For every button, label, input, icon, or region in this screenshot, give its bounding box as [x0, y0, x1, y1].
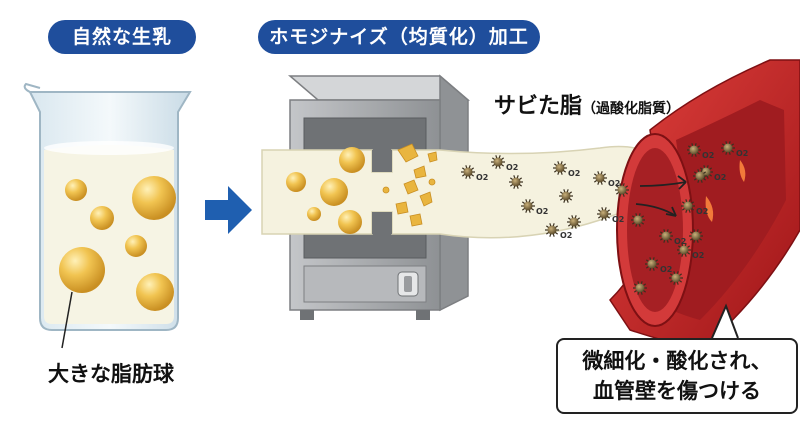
o2-label: O2 [702, 151, 714, 160]
callout-box: 微細化・酸化され、 血管壁を傷つける [556, 338, 798, 414]
o2-label: O2 [476, 173, 488, 182]
o2-label: O2 [674, 237, 686, 246]
leader-line [61, 291, 73, 349]
title-homogenize-process: ホモジナイズ（均質化）加工 [258, 20, 540, 54]
fat-globule [286, 172, 306, 192]
o2-label: O2 [692, 251, 704, 260]
o2-label: O2 [506, 163, 518, 172]
oxidized-fat-particle [567, 215, 581, 229]
oxidized-fat-particle: O2 [597, 207, 624, 224]
title-natural-milk: 自然な生乳 [48, 20, 196, 54]
oxidized-fat-particle [615, 183, 629, 197]
fat-globule [339, 147, 365, 173]
oxidized-fat-particle: O2 [461, 165, 488, 182]
oxidized-fat-particle: O2 [545, 223, 572, 240]
oxidized-fat-particle: O2 [645, 257, 672, 274]
oxidized-fat-particle: O2 [721, 141, 748, 158]
fat-globule [90, 206, 114, 230]
blood-vessel [609, 59, 800, 351]
oxidized-fat-particle: O2 [681, 199, 708, 216]
oxidized-fat-particle: O2 [687, 143, 714, 160]
oxidized-fat-particle: O2 [659, 229, 686, 246]
machine-fat-globules [286, 147, 365, 234]
oxidized-fat-particle: O2 [491, 155, 518, 172]
oxidized-fat-particle [631, 213, 645, 227]
o2-label: O2 [714, 173, 726, 182]
oxidized-fat-particle [689, 229, 703, 243]
fat-globule [320, 178, 348, 206]
fat-globule [307, 207, 321, 221]
fat-globule [136, 273, 174, 311]
callout-tail [711, 303, 739, 339]
o2-label: O2 [560, 231, 572, 240]
beaker-fat-globules [59, 176, 176, 311]
oxidized-fat-particle [633, 281, 647, 295]
label-large-fat-globules: 大きな脂肪球 [48, 362, 174, 386]
oxidized-fat-particle [559, 189, 573, 203]
oxidized-fat-particle: O2 [521, 199, 548, 216]
fat-globule [132, 176, 176, 220]
label-rusty-fat: サビた脂（過酸化脂質） [494, 88, 680, 120]
fat-globule [65, 179, 87, 201]
callout-line-1: 微細化・酸化され、 [582, 349, 772, 373]
oxidized-fat-particle [509, 175, 523, 189]
o2-label: O2 [736, 149, 748, 158]
o2-label: O2 [608, 179, 620, 188]
label-rusty-fat-sub: （過酸化脂質） [582, 101, 681, 117]
oxidized-fat-particle: O2 [677, 243, 704, 260]
label-rusty-fat-main: サビた脂 [494, 94, 583, 119]
oxidized-fat-particle [693, 169, 707, 183]
fat-fragments [382, 143, 438, 227]
fat-globule [338, 210, 362, 234]
flow-arrows [635, 175, 687, 217]
oxidized-fat-particle: O2 [593, 171, 620, 188]
oxidized-fat-particle: O2 [553, 161, 580, 178]
callout-line-2: 血管壁を傷つける [593, 379, 761, 403]
o2-label: O2 [568, 169, 580, 178]
fat-globule [125, 235, 147, 257]
process-arrow [205, 186, 252, 234]
o2-label: O2 [612, 215, 624, 224]
o2-label: O2 [536, 207, 548, 216]
o2-label: O2 [660, 265, 672, 274]
o2-label: O2 [696, 207, 708, 216]
fat-globule [59, 247, 105, 293]
oxidized-fat-particle [669, 271, 683, 285]
